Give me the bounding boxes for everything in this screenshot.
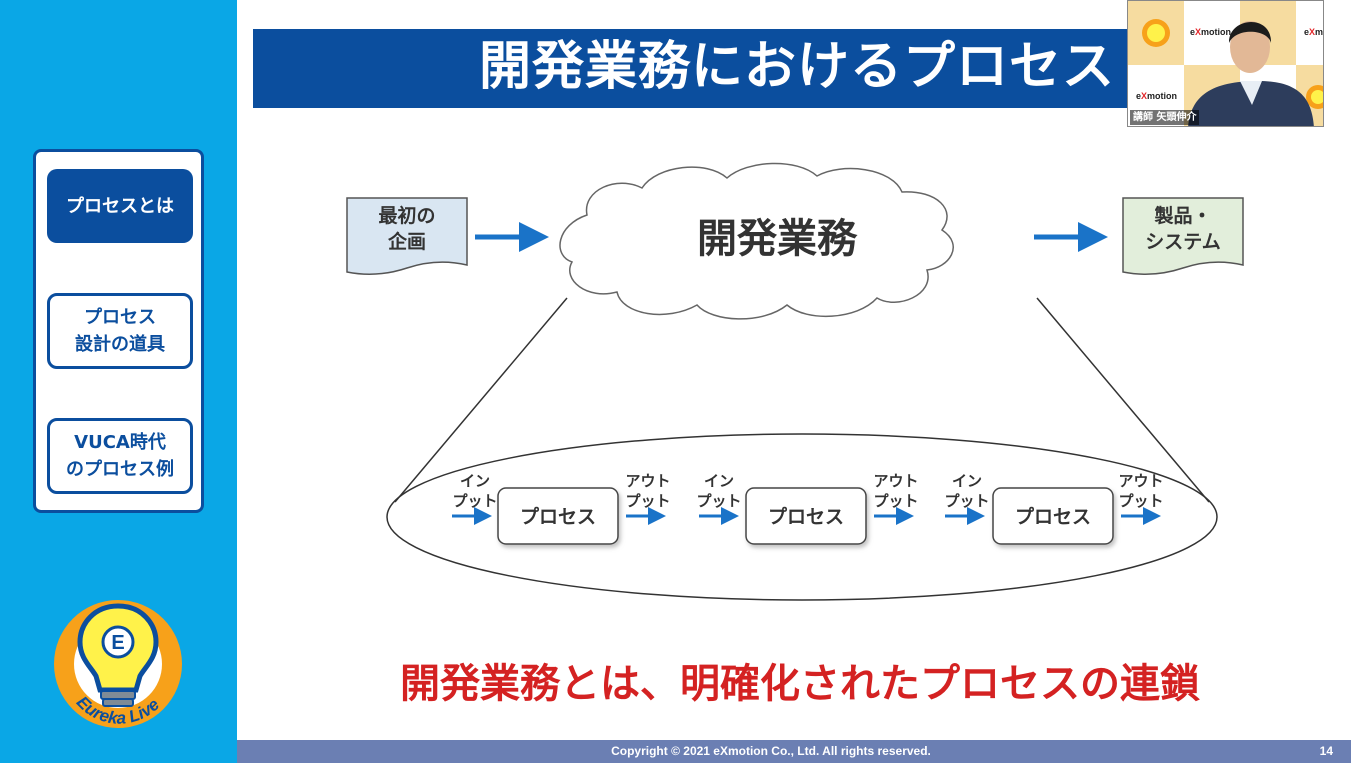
svg-text:プット: プット	[873, 492, 918, 510]
initial-plan-document: 最初の 企画	[346, 197, 468, 275]
svg-text:プット: プット	[944, 492, 989, 510]
webcam-background	[1128, 1, 1323, 126]
section-menu: プロセスとは プロセス 設計の道具 VUCA時代 のプロセス例	[33, 149, 204, 513]
svg-text:プット: プット	[452, 492, 497, 510]
svg-text:プット: プット	[1118, 492, 1163, 510]
slide-title: 開発業務におけるプロセス	[478, 37, 1115, 97]
menu-item-vuca-process-examples[interactable]: VUCA時代 のプロセス例	[47, 418, 193, 494]
initial-plan-line1: 最初の	[378, 204, 435, 227]
sidebar: プロセスとは プロセス 設計の道具 VUCA時代 のプロセス例 E Eureka…	[0, 0, 237, 763]
webcam-brand-3: eXmotion	[1136, 91, 1178, 101]
svg-text:プット: プット	[696, 492, 741, 510]
process-unit-2: イン プット プロセス アウト プット	[696, 472, 919, 545]
product-system-line1: 製品・	[1153, 205, 1211, 227]
webcam-brand-1: eXmotion	[1190, 27, 1232, 37]
process-chain-ellipse	[386, 433, 1218, 601]
svg-text:イン: イン	[704, 472, 734, 490]
svg-text:アウト: アウト	[1118, 472, 1163, 490]
summary-statement: 開発業務とは、明確化されたプロセスの連鎖	[400, 661, 1200, 707]
process-diagram: 最初の 企画 開発業務 製品・ システム イン プット プロセス アウト プット…	[346, 162, 1244, 601]
logo-letter: E	[111, 632, 124, 654]
process-unit-3: イン プット プロセス アウト プット	[944, 472, 1164, 545]
svg-text:イン: イン	[952, 472, 982, 490]
svg-text:イン: イン	[460, 472, 490, 490]
process-unit-1: イン プット プロセス アウト プット	[452, 472, 671, 545]
menu-item-process-design-tools[interactable]: プロセス 設計の道具	[47, 293, 193, 369]
slide-title-bar: 開発業務におけるプロセス	[253, 29, 1129, 108]
development-cloud: 開発業務	[559, 162, 954, 320]
slide-footer: Copyright © 2021 eXmotion Co., Ltd. All …	[237, 740, 1351, 763]
zoom-line-left	[394, 297, 568, 503]
copyright-text: Copyright © 2021 eXmotion Co., Ltd. All …	[611, 744, 931, 758]
zoom-line-right	[1036, 297, 1210, 503]
presenter-webcam: eXmotion eXmotion eXmotion 講師 矢頭伸介	[1127, 0, 1324, 127]
process-label-2: プロセス	[768, 505, 844, 528]
svg-text:アウト: アウト	[625, 472, 670, 490]
page-number: 14	[1319, 744, 1333, 758]
webcam-brand-2: eXmotion	[1304, 27, 1324, 37]
eureka-live-logo: E Eureka Live	[54, 600, 182, 728]
menu-item-process-definition[interactable]: プロセスとは	[47, 169, 193, 243]
svg-text:アウト: アウト	[873, 472, 918, 490]
initial-plan-line2: 企画	[387, 230, 426, 253]
svg-text:プット: プット	[625, 492, 670, 510]
process-label-1: プロセス	[520, 505, 596, 528]
product-system-line2: システム	[1145, 231, 1220, 253]
lecturer-name-label: 講師 矢頭伸介	[1130, 110, 1200, 125]
cloud-label: 開発業務	[697, 216, 858, 262]
process-label-3: プロセス	[1015, 505, 1091, 528]
product-system-document: 製品・ システム	[1122, 197, 1244, 275]
